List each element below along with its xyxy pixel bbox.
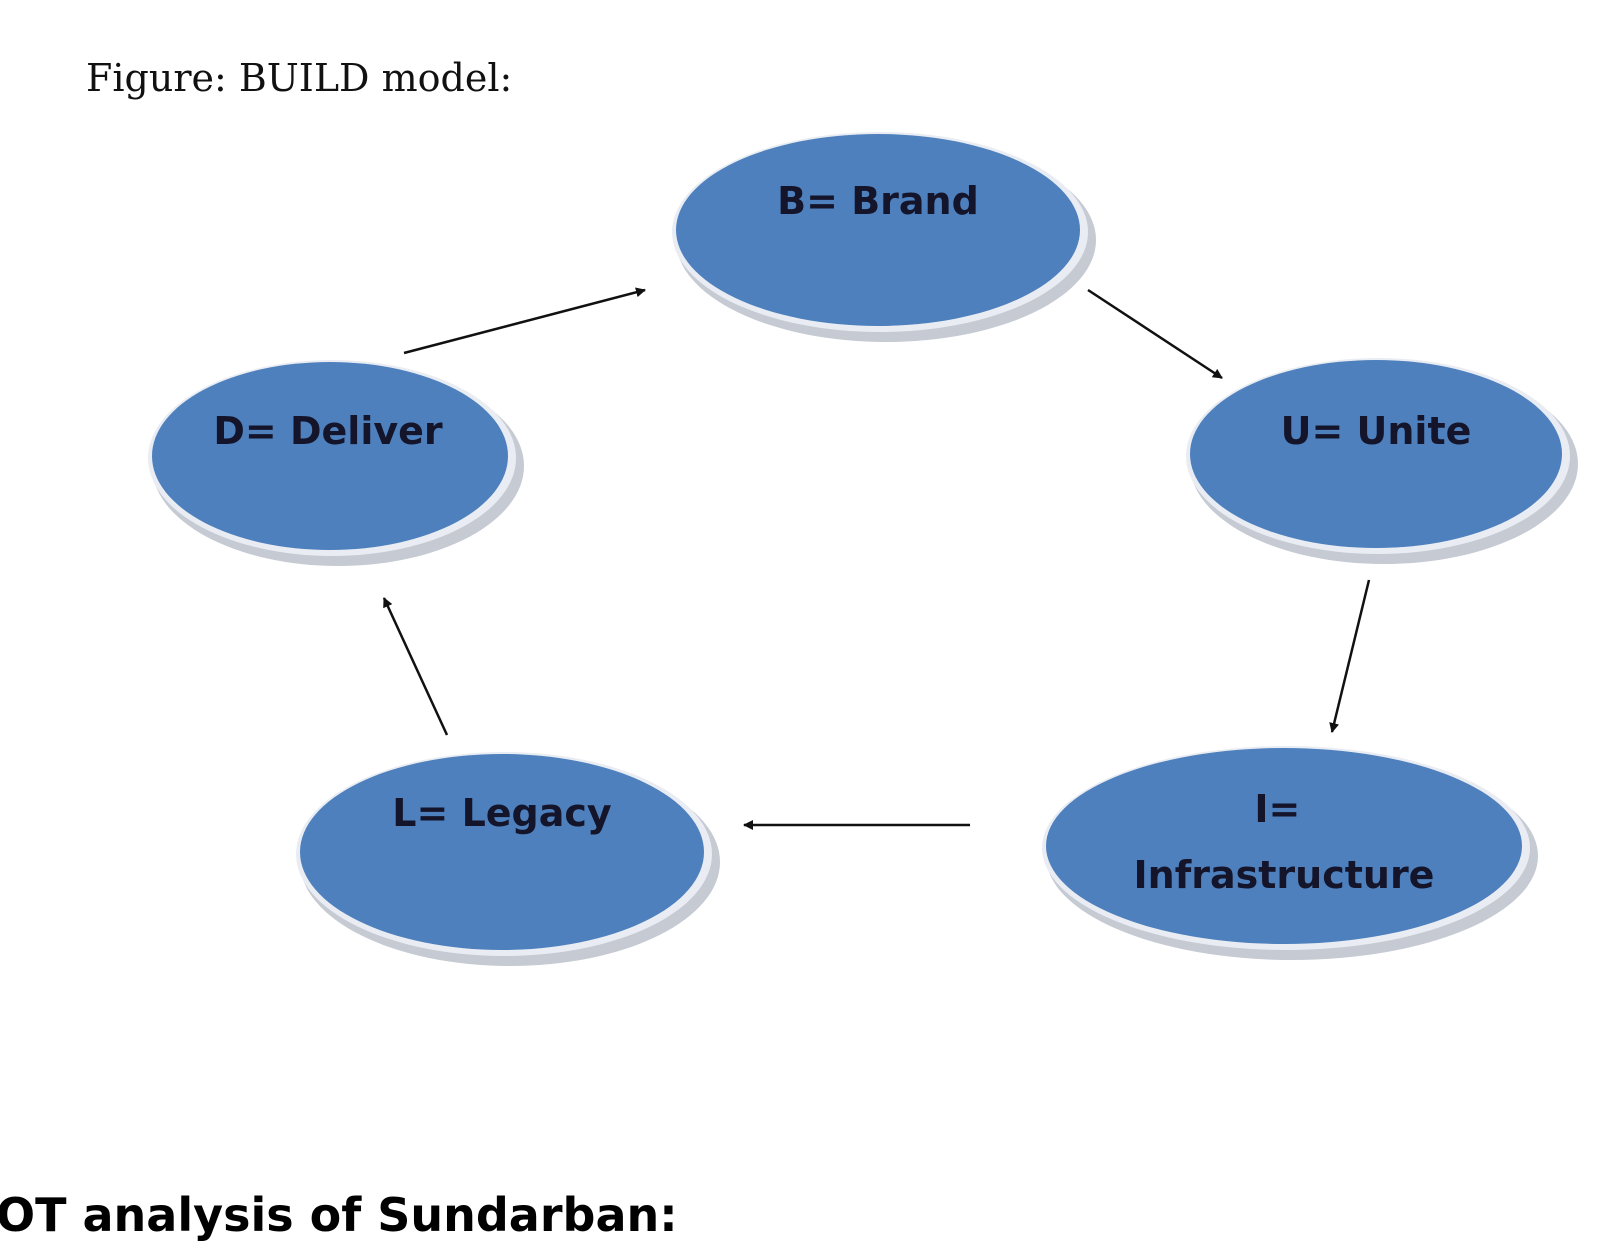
node-brand: B= Brand	[672, 132, 1096, 342]
node-infrastructure-label: I= Infrastructure	[1134, 787, 1435, 897]
node-unite-label: U= Unite	[1281, 409, 1472, 453]
node-brand-label: B= Brand	[777, 179, 979, 223]
node-deliver: D= Deliver	[148, 360, 524, 566]
edges	[382, 287, 1371, 830]
figure-caption: Figure: BUILD model:	[86, 56, 513, 100]
node-infrastructure: I= Infrastructure	[1042, 746, 1538, 960]
node-unite: U= Unite	[1186, 358, 1578, 564]
arrow-deliver-to-brand	[403, 287, 646, 355]
node-deliver-label: D= Deliver	[213, 409, 443, 453]
arrow-unite-to-infrastructure	[1329, 579, 1371, 733]
section-heading: OT analysis of Sundarban:	[0, 1188, 678, 1242]
node-legacy: L= Legacy	[296, 752, 720, 966]
node-legacy-label: L= Legacy	[392, 791, 612, 835]
arrow-legacy-to-deliver	[382, 597, 449, 736]
arrow-brand-to-unite	[1087, 288, 1223, 380]
